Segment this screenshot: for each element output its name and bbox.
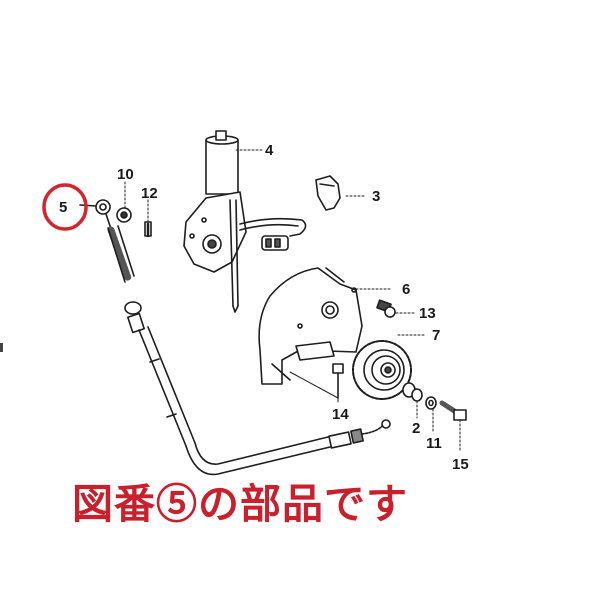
part-label-13: 13 (419, 305, 436, 322)
nut-part-10 (116, 181, 132, 223)
sprocket-part-7 (352, 334, 425, 400)
part-label-4: 4 (265, 142, 274, 159)
highlight-circle (42, 183, 88, 231)
collar-part-2 (402, 382, 423, 419)
part-label-15: 15 (452, 456, 469, 473)
part-label-2: 2 (412, 420, 421, 437)
bolt-part-14 (289, 363, 344, 403)
bolt-part-13 (376, 299, 415, 318)
part-label-3: 3 (372, 188, 381, 205)
caption-text: 図番⑤の部品です (72, 480, 408, 528)
throttle-cable (105, 213, 391, 476)
part-label-5: 5 (59, 199, 68, 216)
part-label-14: 14 (332, 406, 349, 423)
actuator-motor-part-4 (183, 130, 307, 313)
clip-part-3 (315, 175, 367, 211)
part-label-6: 6 (402, 281, 411, 298)
pin-part-12 (144, 199, 152, 238)
part-label-7: 7 (432, 327, 441, 344)
washer-part-11 (425, 396, 437, 433)
part-label-12: 12 (141, 185, 158, 202)
bracket-part-6 (258, 267, 393, 385)
part-label-10: 10 (117, 166, 134, 183)
bolt-part-15 (439, 400, 467, 453)
part-label-11: 11 (426, 435, 442, 452)
cable-end-eyelet-part-5 (79, 199, 111, 215)
edge-artifact (0, 343, 3, 352)
